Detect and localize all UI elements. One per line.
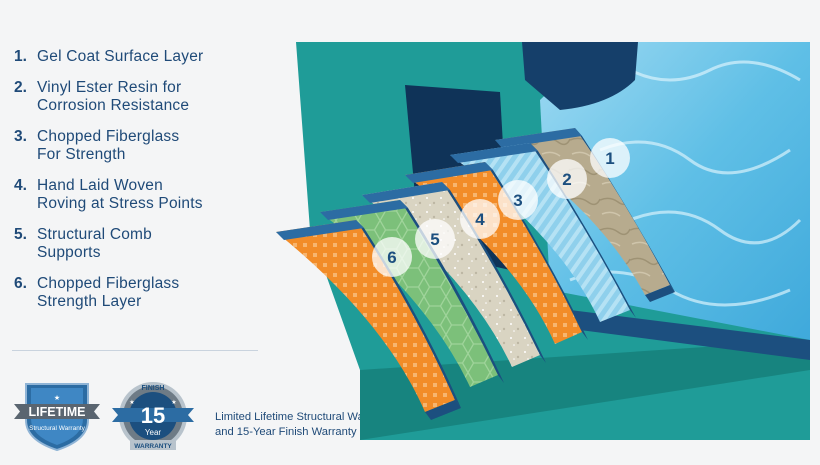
legend-item-5: 5. Structural Comb Supports bbox=[14, 226, 264, 262]
legend-number: 2. bbox=[14, 79, 27, 96]
star-icon: ★ bbox=[129, 399, 134, 406]
legend-label: Structural Comb Supports bbox=[37, 226, 152, 261]
finish-years-number: 15 bbox=[141, 403, 165, 428]
marker-5-label: 5 bbox=[430, 230, 439, 249]
marker-4: 4 bbox=[460, 199, 500, 239]
legend-number: 3. bbox=[14, 128, 27, 145]
legend-label: Gel Coat Surface Layer bbox=[37, 48, 204, 65]
legend-number: 5. bbox=[14, 226, 27, 243]
marker-1-label: 1 bbox=[605, 149, 614, 168]
marker-4-label: 4 bbox=[475, 210, 485, 229]
marker-1: 1 bbox=[590, 138, 630, 178]
legend-item-6: 6. Chopped Fiberglass Strength Layer bbox=[14, 275, 264, 311]
layer-legend: 1. Gel Coat Surface Layer 2. Vinyl Ester… bbox=[14, 48, 264, 324]
legend-label: Chopped Fiberglass Strength Layer bbox=[37, 275, 180, 310]
legend-label: Hand Laid Woven Roving at Stress Points bbox=[37, 177, 203, 212]
marker-2-label: 2 bbox=[562, 170, 571, 189]
pool-coping bbox=[522, 42, 638, 110]
legend-number: 6. bbox=[14, 275, 27, 292]
marker-2: 2 bbox=[547, 159, 587, 199]
legend-item-4: 4. Hand Laid Woven Roving at Stress Poin… bbox=[14, 177, 264, 213]
lifetime-title: LIFETIME bbox=[29, 405, 86, 419]
legend-item-1: 1. Gel Coat Surface Layer bbox=[14, 48, 264, 66]
finish-bottom-label: WARRANTY bbox=[134, 443, 172, 450]
lifetime-warranty-badge: LIFETIME Structural Warranty ★ bbox=[14, 383, 100, 452]
finish-top-label: FINISH bbox=[142, 385, 165, 392]
pool-water bbox=[540, 42, 810, 340]
star-icon: ★ bbox=[54, 394, 60, 402]
legend-label: Vinyl Ester Resin for Corrosion Resistan… bbox=[37, 79, 190, 114]
warranty-caption: Limited Lifetime Structural Warranty and… bbox=[215, 411, 392, 438]
marker-5: 5 bbox=[415, 219, 455, 259]
marker-6-label: 6 bbox=[387, 248, 396, 267]
finish-unit: Year bbox=[145, 428, 162, 437]
marker-6: 6 bbox=[372, 237, 412, 277]
finish-warranty-badge: FINISH 15 Year WARRANTY ★ ★ bbox=[112, 382, 194, 450]
layer-6-strength-layer bbox=[276, 220, 461, 420]
legend-number: 4. bbox=[14, 177, 27, 194]
marker-3-label: 3 bbox=[513, 191, 522, 210]
star-icon: ★ bbox=[171, 399, 176, 406]
divider bbox=[12, 350, 258, 351]
legend-item-2: 2. Vinyl Ester Resin for Corrosion Resis… bbox=[14, 79, 264, 115]
legend-item-3: 3. Chopped Fiberglass For Strength bbox=[14, 128, 264, 164]
lifetime-ribbon bbox=[14, 404, 100, 419]
marker-3: 3 bbox=[498, 180, 538, 220]
legend-label: Chopped Fiberglass For Strength bbox=[37, 128, 180, 163]
pool-wall-layers-diagram: 1 2 3 4 5 6 bbox=[276, 42, 810, 440]
lifetime-subtitle: Structural Warranty bbox=[29, 425, 85, 432]
legend-number: 1. bbox=[14, 48, 27, 65]
